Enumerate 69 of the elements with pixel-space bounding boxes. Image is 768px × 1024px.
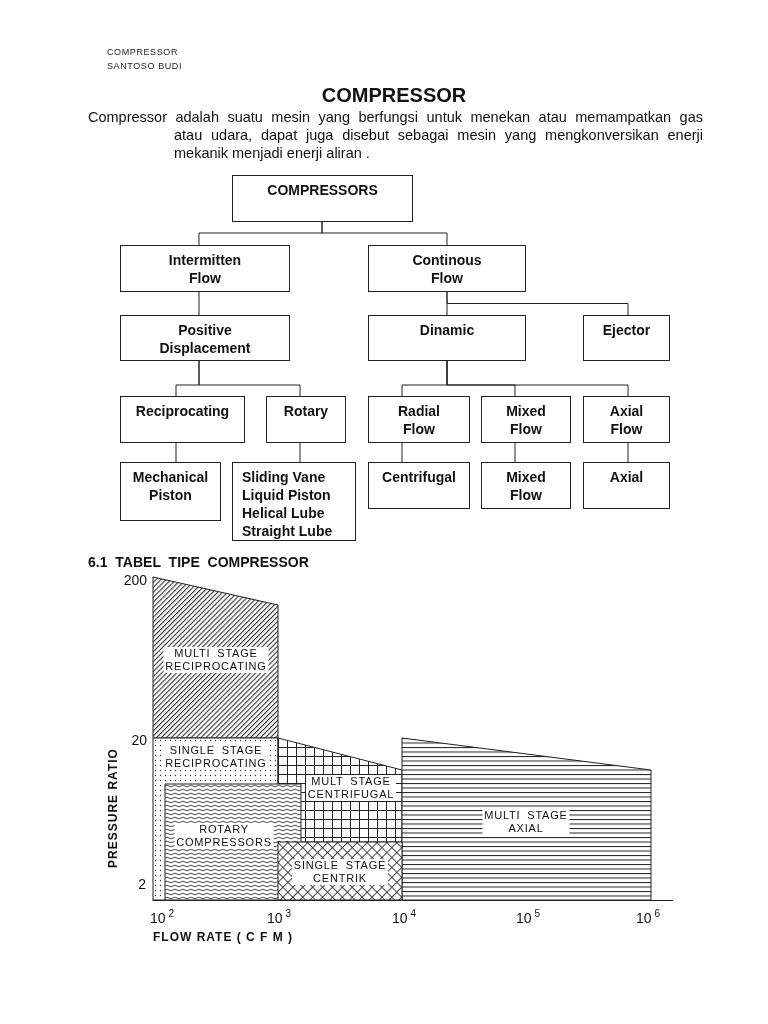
connector-line [446,291,629,316]
category-box [120,315,290,361]
category-box [120,462,221,521]
box-label: Straight Lube [242,522,333,540]
box-label: Ejector [602,321,651,339]
region-label: MULTI STAGE AXIAL [482,809,570,835]
category-box [481,396,571,443]
category-box [368,315,526,361]
connector-line [198,360,301,397]
category-box [368,396,470,443]
region-label: SINGLE STAGE CENTRIK [292,859,388,885]
box-label: Sliding Vane [242,468,326,486]
category-box [583,462,670,509]
category-box [368,245,526,292]
category-box [232,462,356,541]
page-title: COMPRESSOR [321,84,467,106]
box-label: Continous Flow [412,251,482,287]
author-name: SANTOSO BUDI [107,61,183,72]
connector-line [446,360,629,397]
axis-tick-label: 10$^{2}$ [149,910,175,926]
connector-line [401,442,403,463]
box-label: Liquid Piston [242,486,331,504]
connector-line [175,442,177,463]
category-box [266,396,346,443]
axis-title: FLOW RATE ( C F M ) [153,930,294,944]
connector-line [299,442,301,463]
box-label: Radial Flow [398,402,440,438]
axis-tick-label: 10$^{4}$ [391,910,417,926]
category-box [120,245,290,292]
region-label: SINGLE STAGE RECIPROCATING [163,744,269,770]
axis-tick-label: 10$^{6}$ [635,910,661,926]
category-box [368,462,470,509]
intro-paragraph: Compressor adalah suatu mesin yang berfungsi untuk menekan atau memampatkan gas atau udara, dapat juga disebut sebagai mesin yang mengkonversikan enerji mekanik menjadi enerji aliran . [88,108,703,162]
region-label: MULTI STAGE RECIPROCATING [163,647,269,673]
box-label: Intermitten Flow [168,251,242,287]
section-heading: 6.1 TABEL TIPE COMPRESSOR [88,554,309,570]
region-label: MULT STAGE CENTRIFUGAL [306,775,396,801]
box-label: Reciprocating [135,402,230,420]
axis-tick-label: 200 [123,572,147,588]
axis-tick-label: 10$^{5}$ [515,910,541,926]
axis-tick-label: 2 [138,876,146,892]
connector-line [514,442,516,463]
box-label: Axial Flow [609,402,644,438]
crosshatched-region [278,842,402,900]
box-label: Helical Lube [242,504,325,522]
region-label: ROTARY COMPRESSORS [174,823,274,849]
connector-line [321,221,448,246]
axis-tick-label: 20 [131,732,147,748]
striped-region [402,738,651,900]
box-label: Mixed Flow [506,402,546,438]
box-label: Dinamic [419,321,475,339]
axis-title: PRESSURE RATIO [106,748,120,868]
box-label: Rotary [283,402,329,420]
category-box [232,175,413,222]
box-label: Mixed Flow [506,468,546,504]
category-box [583,315,670,361]
hatched-region [153,577,278,738]
box-label: Centrifugal [382,468,456,486]
axis-tick-label: 10$^{3}$ [266,910,292,926]
running-header: COMPRESSOR [107,47,178,58]
connector-line [198,291,200,316]
connector-line [627,442,629,463]
category-box [481,462,571,509]
category-box [120,396,245,443]
box-label: Mechanical Piston [132,468,209,504]
category-box [583,396,670,443]
box-label: COMPRESSORS [267,181,378,199]
box-label: Axial [609,468,644,486]
box-label: Positive Displacement [159,321,251,357]
